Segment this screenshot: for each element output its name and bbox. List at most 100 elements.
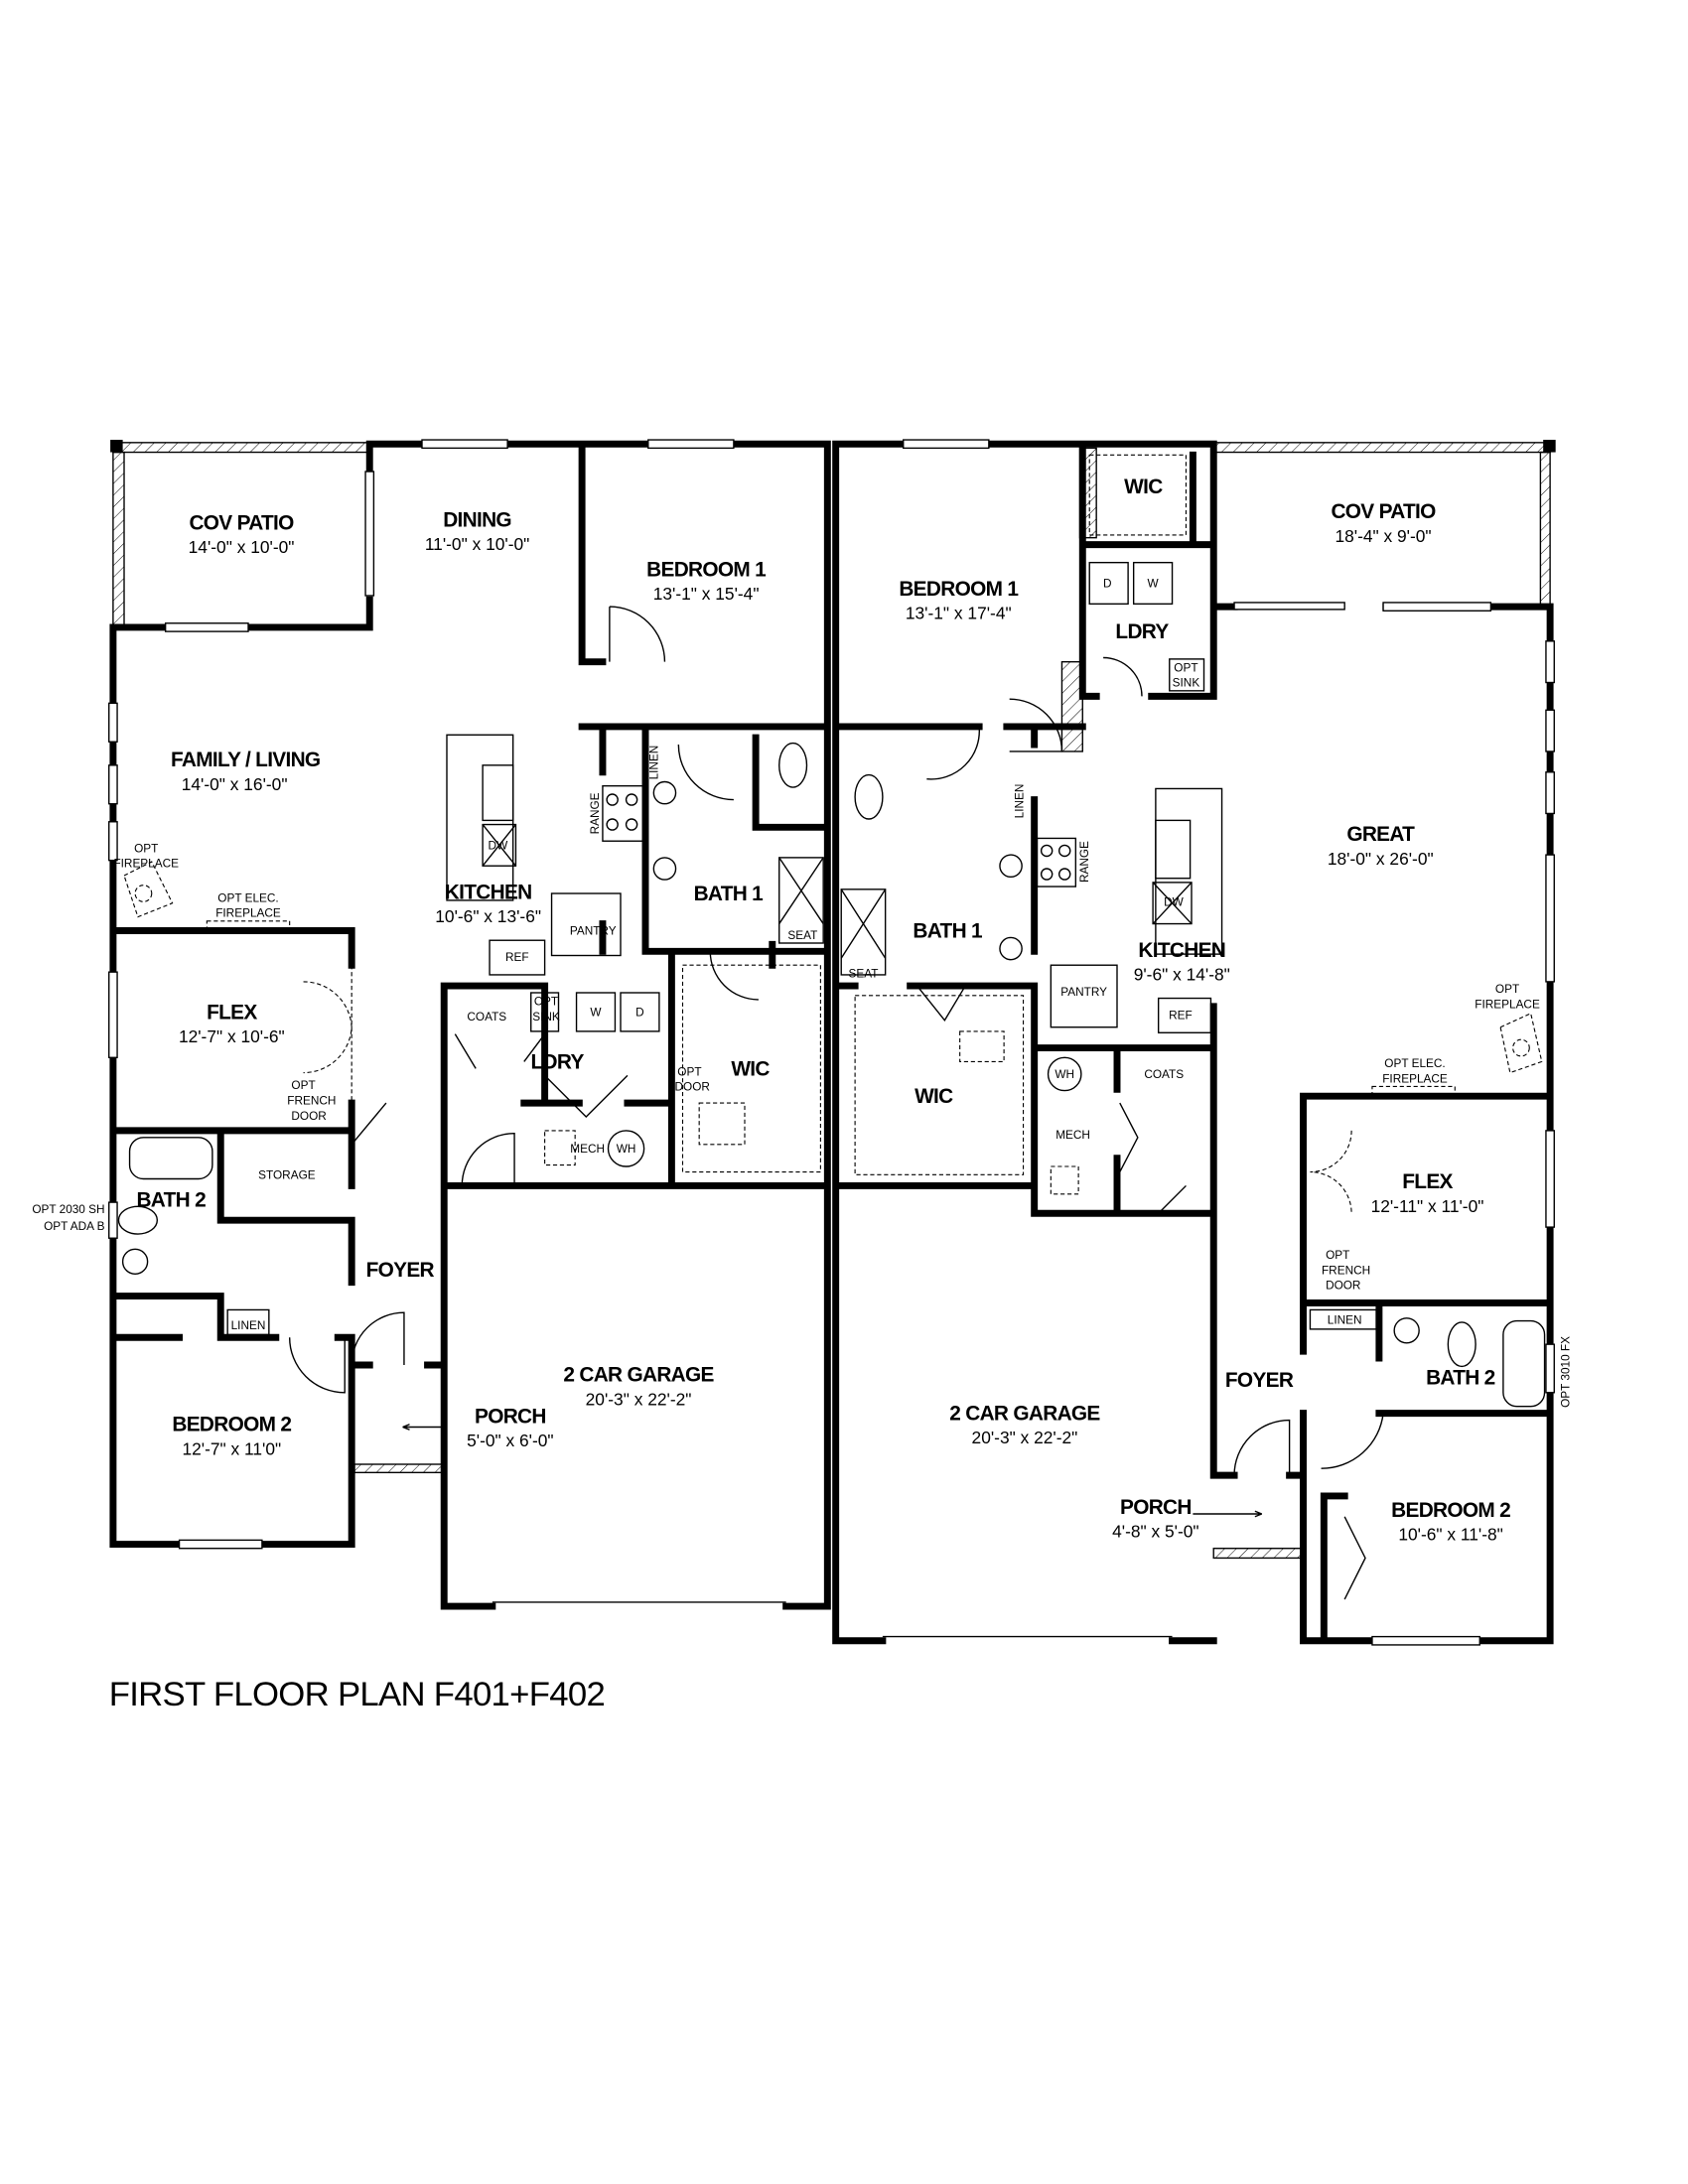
kitchen-island [1155, 787, 1223, 955]
doors-unit1 [288, 606, 759, 1394]
room-name-unit1-garage: 2 CAR GARAGE [563, 1364, 714, 1387]
opt-elec-fireplace [1371, 1085, 1456, 1096]
annotation-unit2-notes: FRENCH [1322, 1263, 1370, 1277]
annotation-unit2-notes: OPT [1326, 1248, 1349, 1262]
kitchen-island [446, 734, 514, 901]
plan-title: FIRST FLOOR PLAN F401+F402 [109, 1676, 605, 1713]
fixtures-unit1 [117, 734, 824, 1336]
annotation-unit1-notes: OPT ELEC. [217, 890, 278, 904]
room-name-unit1-family: FAMILY / LIVING [171, 749, 320, 771]
room-name-unit2-wic: WIC [914, 1085, 953, 1108]
room-name-unit2-ldry: LDRY [1115, 620, 1169, 643]
annotation-unit2-notes: LINEN [1328, 1312, 1362, 1326]
room-name-unit2-bedroom2: BEDROOM 2 [1391, 1499, 1510, 1522]
porch-unit2 [1193, 1510, 1305, 1560]
toilet [117, 1205, 159, 1235]
dishwasher [1152, 882, 1193, 925]
room-dimensions-unit1-flex: 12'-7" x 10'-6" [179, 1026, 285, 1046]
bathtub [1502, 1319, 1546, 1408]
room-dimensions-unit1-kitchen: 10'-6" x 13'-6" [435, 906, 541, 926]
annotation-unit2-notes: SEAT [848, 967, 878, 981]
annotation-unit2-notes: OPT [1495, 982, 1519, 996]
room-name-unit1-dining: DINING [443, 509, 511, 532]
windows-unit1 [108, 439, 786, 1603]
annotation-unit2-notes: RANGE [1077, 841, 1091, 883]
annotation-unit2-notes: REF [1169, 1008, 1193, 1022]
walls-unit1 [109, 440, 831, 1610]
porch-arrow [402, 1424, 445, 1431]
vanity-sink [999, 936, 1023, 961]
room-name-unit2-foyer: FOYER [1225, 1369, 1294, 1392]
annotation-unit1-notes: OPT [134, 841, 158, 855]
opt-elec-fireplace [206, 920, 291, 930]
annotation-unit2-notes: OPT [1174, 660, 1197, 674]
annotation-unit2-notes: FIREPLACE [1382, 1071, 1448, 1085]
annotation-unit1-notes: LINEN [231, 1318, 266, 1332]
island-sink [1155, 819, 1192, 880]
annotation-unit2-notes: DOOR [1326, 1279, 1360, 1293]
room-name-unit2-bedroom1: BEDROOM 1 [899, 578, 1018, 601]
range [1036, 837, 1077, 887]
unit-f401 [108, 439, 831, 1610]
toilet [854, 773, 884, 820]
room-name-unit2-great: GREAT [1346, 823, 1415, 846]
room-dimensions-unit1-dining: 11'-0" x 10'-0" [425, 534, 529, 554]
annotation-unit1-notes: DW [489, 839, 509, 853]
dryer [620, 992, 660, 1032]
room-name-unit1-bedroom1: BEDROOM 1 [646, 559, 766, 582]
island-sink [482, 764, 514, 822]
annotation-unit2-notes: FIREPLACE [1475, 997, 1540, 1011]
annotation-unit1-notes: OPT ADA B [44, 1219, 105, 1233]
room-name-unit1-foyer: FOYER [366, 1259, 435, 1282]
annotation-unit1-notes: PANTRY [570, 924, 617, 938]
room-name-unit1-wic: WIC [731, 1057, 770, 1080]
room-dimensions-unit1-garage: 20'-3" x 22'-2" [586, 1389, 692, 1409]
vanity-sink [1393, 1317, 1420, 1344]
annotation-unit1-notes: OPT 2030 SH [32, 1202, 104, 1216]
annotation-unit1-notes: SINK [532, 1010, 560, 1024]
room-dimensions-unit2-porch: 4'-8" x 5'-0" [1112, 1522, 1198, 1542]
washer [575, 992, 617, 1032]
room-dimensions-unit1-bedroom1: 13'-1" x 15'-4" [653, 584, 760, 604]
annotation-unit2-notes: DW [1164, 894, 1185, 908]
pantry [1050, 964, 1118, 1028]
room-name-unit1-bedroom2: BEDROOM 2 [172, 1414, 291, 1436]
annotation-unit1-storage: STORAGE [258, 1168, 316, 1182]
opt-sink [530, 992, 560, 1032]
annotation-unit1-notes: SEAT [787, 928, 817, 942]
toilet [778, 742, 808, 788]
annotation-unit1-notes: REF [505, 950, 529, 964]
room-dimensions-unit2-bedroom2: 10'-6" x 11'-8" [1398, 1524, 1502, 1544]
walls-unit2 [832, 440, 1554, 1645]
annotation-unit1-notes: COATS [467, 1010, 506, 1024]
toilet [1447, 1321, 1477, 1368]
water-heater [607, 1130, 645, 1167]
storage-shelf [226, 1308, 270, 1336]
room-dimensions-unit2-flex: 12'-11" x 11'-0" [1371, 1196, 1484, 1216]
room-name-unit2-wic-top: WIC [1124, 476, 1163, 498]
annotation-unit1-notes: DOOR [291, 1109, 326, 1123]
wic-shelf [681, 964, 821, 1173]
room-dimensions-unit1-bedroom2: 12'-7" x 11'0" [182, 1438, 281, 1458]
annotation-unit2-notes: OPT ELEC. [1384, 1056, 1445, 1070]
room-dimensions-unit1-cov-patio: 14'-0" x 10'-0" [189, 537, 295, 557]
room-name-unit1-cov-patio: COV PATIO [189, 511, 294, 534]
vanity-sink [999, 854, 1023, 879]
room-name-unit1-kitchen: KITCHEN [445, 882, 532, 904]
vanity-sink [652, 857, 677, 881]
room-name-unit1-porch: PORCH [475, 1405, 546, 1428]
annotation-unit2-notes: SINK [1173, 676, 1200, 690]
fixtures-unit2 [840, 454, 1546, 1408]
annotation-unit1-notes: RANGE [588, 792, 602, 834]
annotation-unit2-notes: LINEN [1013, 784, 1027, 819]
annotation-unit1-notes: FIREPLACE [113, 857, 179, 871]
annotation-unit1-notes: FIREPLACE [215, 906, 281, 920]
unit-f402 [832, 439, 1556, 1646]
range [602, 784, 645, 842]
mech-unit [1050, 1165, 1079, 1195]
annotation-unit1-notes: LINEN [647, 746, 661, 780]
annotation-unit1-notes: D [635, 1006, 644, 1020]
water-heater [1047, 1056, 1082, 1092]
doors-unit2 [916, 656, 1384, 1600]
